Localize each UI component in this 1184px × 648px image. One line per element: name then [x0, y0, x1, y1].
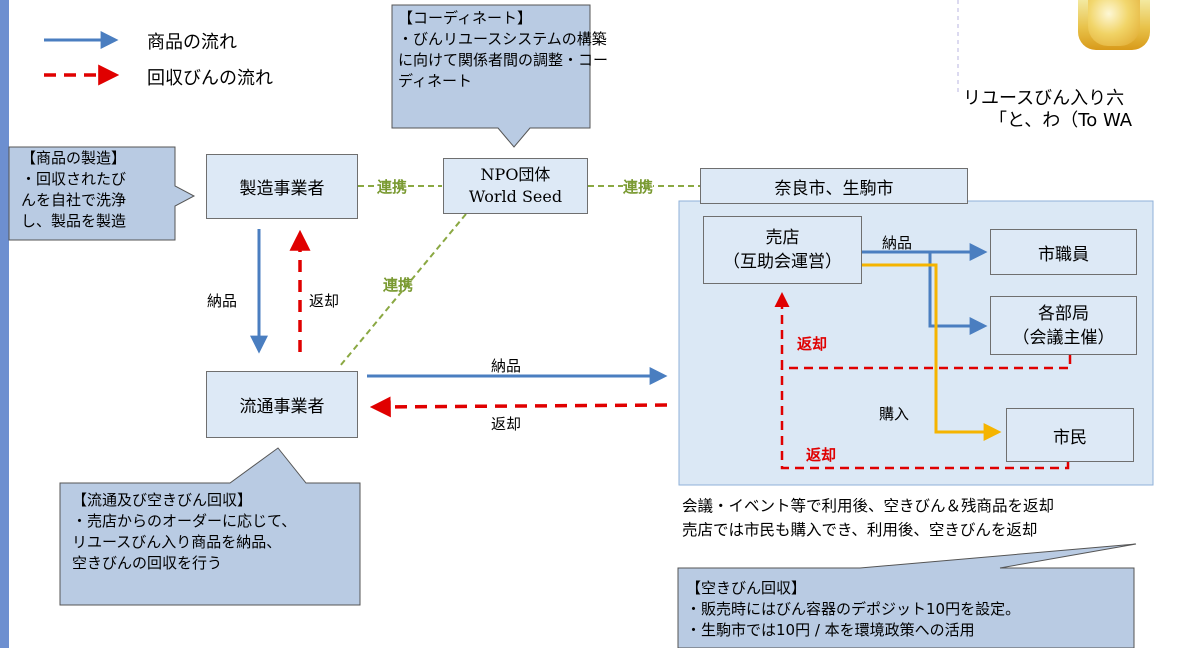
npo-box: NPO団体 World Seed [443, 158, 588, 214]
city-box: 奈良市、生駒市 [700, 168, 968, 204]
shop-label-line-1: 売店 [765, 228, 800, 248]
city-staff-box: 市職員 [990, 229, 1137, 275]
label-return-departments: 返却 [797, 335, 828, 353]
note-line-1: 会議・イベント等で利用後、空きびん＆残商品を返却 [682, 497, 1055, 515]
callout-manufacture-title: 【商品の製造】 [21, 149, 127, 167]
callout-manufacture-line-2: んを自社で洗浄 [21, 191, 127, 209]
label-return-vertical: 返却 [309, 292, 340, 310]
callout-distribution-title: 【流通及び空きびん回収】 [72, 491, 253, 509]
link-npo-distributor [339, 213, 467, 367]
return-departments-to-shop [774, 292, 1072, 370]
callout-distribution-line-2: リユースびん入り商品を納品、 [72, 533, 282, 551]
departments-label-line-2: （会議主催） [1012, 327, 1115, 348]
distributor-label: 流通事業者 [239, 397, 325, 417]
callout-manufacture: 【商品の製造】 ・回収されたび んを自社で洗浄 し、製品を製造 [21, 148, 126, 232]
callout-manufacture-shape [8, 146, 196, 241]
arrow-city-return [369, 396, 668, 418]
link-label-npo-distributor: 連携 [383, 276, 414, 294]
legend-return-label: 回収びんの流れ [147, 68, 273, 89]
callout-coordinate-line-2: に向けて関係者間の調整・コー [398, 51, 609, 69]
callout-coordinate-line-1: ・びんリユースシステムの構築 [398, 30, 607, 48]
callout-empty-bottle-line-2: ・生駒市では10円 / 本を環境政策への活用 [686, 621, 975, 639]
manufacturer-label: 製造事業者 [239, 179, 325, 199]
citizens-label: 市民 [1053, 427, 1087, 448]
callout-coordinate-line-3: ディネート [398, 72, 472, 90]
callout-empty-bottle: 【空きびん回収】 ・販売時にはびん容器のデポジット10円を設定。 ・生駒市では1… [686, 578, 1020, 641]
shop-box: 売店 （互助会運営） [703, 216, 862, 284]
callout-empty-bottle-shape [677, 543, 1137, 648]
callout-empty-bottle-line-1: ・販売時にはびん容器のデポジット10円を設定。 [686, 600, 1021, 618]
callout-manufacture-line-3: し、製品を製造 [21, 212, 127, 230]
npo-label-line-2: World Seed [468, 187, 563, 206]
callout-empty-bottle-title: 【空きびん回収】 [686, 579, 807, 597]
callout-distribution-line-1: ・売店からのオーダーに応じて、 [72, 512, 297, 530]
label-delivery-vertical: 納品 [207, 292, 238, 310]
label-return-citizens: 返却 [806, 446, 837, 464]
label-delivery-shop: 納品 [882, 234, 913, 252]
legend-product-label: 商品の流れ [147, 32, 237, 53]
label-purchase: 購入 [879, 405, 910, 423]
link-label-manufacturer-npo: 連携 [377, 176, 408, 197]
city-staff-label: 市職員 [1038, 244, 1089, 265]
left-accent-bar [0, 0, 9, 648]
callout-manufacture-line-1: ・回収されたび [21, 170, 127, 188]
callout-distribution: 【流通及び空きびん回収】 ・売店からのオーダーに応じて、 リユースびん入り商品を… [72, 490, 296, 574]
arrow-shop-to-departments [928, 252, 988, 335]
callout-distribution-shape [59, 447, 361, 606]
arrow-shop-to-citizens [862, 263, 1002, 441]
distributor-box: 流通事業者 [206, 371, 358, 438]
citizens-box: 市民 [1006, 408, 1134, 462]
departments-label-line-1: 各部局 [1038, 303, 1089, 324]
return-citizens-to-shop [780, 368, 1070, 470]
callout-coordinate: 【コーディネート】 ・びんリユースシステムの構築 に向けて関係者間の調整・コー … [398, 8, 608, 92]
shop-label-line-2: （互助会運営） [723, 252, 842, 272]
product-caption-line-2: 「と、わ（To WA [989, 110, 1133, 131]
departments-box: 各部局 （会議主催） [990, 296, 1137, 355]
beer-glass-image [1088, 0, 1140, 46]
manufacturer-box: 製造事業者 [206, 154, 358, 219]
city-label: 奈良市、生駒市 [774, 178, 894, 199]
note-line-2: 売店では市民も購入でき、利用後、空きびんを返却 [682, 521, 1038, 539]
label-delivery-to-city: 納品 [491, 357, 522, 375]
product-caption-line-1: リユースびん入り六 [963, 88, 1125, 109]
npo-label-line-1: NPO団体 [480, 165, 551, 184]
label-return-from-city: 返却 [491, 415, 522, 433]
callout-coordinate-shape [391, 4, 591, 148]
link-label-npo-city: 連携 [623, 176, 654, 197]
callout-coordinate-title: 【コーディネート】 [398, 9, 532, 27]
callout-distribution-line-3: 空きびんの回収を行う [72, 554, 223, 572]
